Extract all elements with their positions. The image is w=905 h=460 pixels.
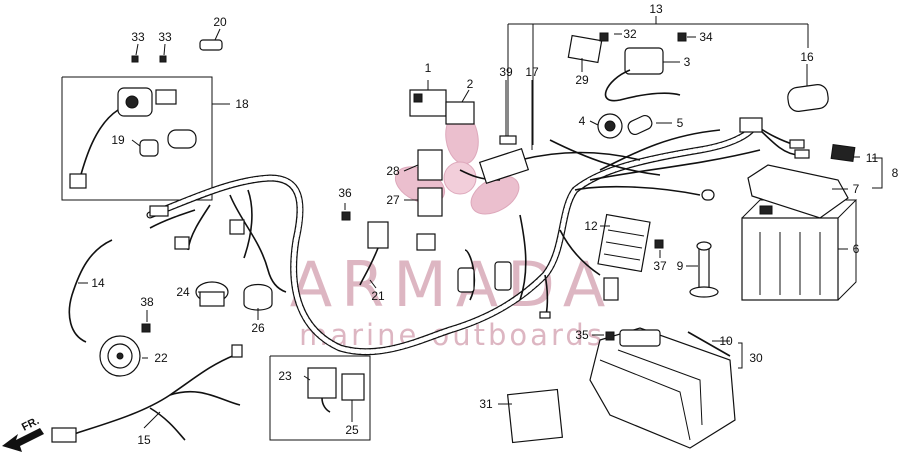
- callout-9: 9: [677, 259, 684, 273]
- part-31-sheet: [506, 388, 564, 444]
- callout-18: 18: [235, 97, 249, 111]
- part-19b: [139, 139, 159, 157]
- callout-32: 32: [623, 27, 637, 41]
- small-bolts: [131, 32, 687, 341]
- part-6-battery: [741, 199, 858, 301]
- callout-8: 8: [892, 166, 899, 180]
- callout-37: 37: [653, 259, 667, 273]
- callout-24: 24: [176, 285, 190, 299]
- callout-34: 34: [699, 30, 713, 44]
- callout-4: 4: [579, 114, 586, 128]
- part-21-connector: [367, 221, 389, 249]
- part-39-fuse: [499, 135, 517, 145]
- part-25-connector: [341, 373, 365, 401]
- part-2-relay: [445, 101, 475, 125]
- callout-12: 12: [584, 219, 598, 233]
- main-wire-harness: [146, 117, 810, 356]
- part-22-horn: [99, 335, 141, 377]
- callout-27: 27: [386, 193, 400, 207]
- callout-21: 21: [371, 289, 385, 303]
- callout-38: 38: [140, 295, 154, 309]
- callout-19: 19: [111, 133, 125, 147]
- callout-29: 29: [575, 73, 589, 87]
- callout-2: 2: [467, 77, 474, 91]
- leader-lines: [78, 28, 860, 429]
- callout-28: 28: [386, 164, 400, 178]
- callout-7: 7: [853, 182, 860, 196]
- callout-31: 31: [479, 397, 493, 411]
- callout-1: 1: [425, 61, 432, 75]
- part-24-socket: [195, 281, 229, 307]
- front-direction-arrow: FR.: [2, 415, 44, 452]
- callout-22: 22: [154, 351, 168, 365]
- callout-20: 20: [213, 15, 227, 29]
- callout-30: 30: [749, 351, 763, 365]
- part-7-battery-cover: [747, 164, 849, 219]
- part-27-relay: [417, 187, 443, 217]
- callout-23: 23: [278, 369, 292, 383]
- callout-17: 17: [525, 65, 539, 79]
- callout-35: 35: [575, 328, 589, 342]
- callout-36: 36: [338, 186, 352, 200]
- watermark-brand: ARMADA: [290, 248, 614, 321]
- part-5-plug-cap: [627, 114, 653, 136]
- callout-33a: 33: [131, 30, 145, 44]
- part-20-key: [199, 39, 223, 51]
- callout-16: 16: [800, 50, 814, 64]
- callout-6: 6: [853, 242, 860, 256]
- part-17-fuse-box: [478, 147, 530, 185]
- callout-11: 11: [866, 151, 879, 165]
- part-26-clip: [243, 283, 273, 311]
- part-18-ignition-switch: [69, 87, 177, 189]
- callout-39: 39: [499, 65, 513, 79]
- watermark-tagline: marine outboards: [299, 318, 605, 352]
- callout-5: 5: [677, 116, 684, 130]
- callout-10: 10: [719, 334, 733, 348]
- part-10-strip: [687, 331, 731, 357]
- callout-3: 3: [684, 55, 691, 69]
- callout-14: 14: [91, 276, 105, 290]
- arrow-left-icon: [2, 428, 44, 452]
- callout-15: 15: [137, 433, 151, 447]
- part-28-relay: [417, 149, 443, 181]
- callout-labels: 1 2 3 4 5 6 7 8 9 10 11 12 13 14 15 16 1…: [91, 2, 898, 447]
- part-29-plate: [567, 34, 603, 64]
- part-12-regulator: [597, 213, 651, 301]
- callout-26: 26: [251, 321, 265, 335]
- part-15-harness: [67, 354, 236, 437]
- part-3-ignition-coil: [624, 47, 664, 75]
- part-9-bolt: [689, 241, 719, 298]
- callout-33b: 33: [158, 30, 172, 44]
- group-lines: [61, 16, 883, 441]
- watermark: ARMADA marine outboards: [290, 111, 614, 352]
- parts: [51, 32, 858, 449]
- part-19-key-cylinder: [167, 129, 197, 149]
- part-14-wire: [68, 239, 113, 343]
- callout-25: 25: [345, 423, 359, 437]
- part-16-cap: [787, 84, 829, 112]
- part-11-pad: [830, 143, 856, 163]
- part-23-relay: [307, 367, 337, 399]
- callout-13: 13: [649, 2, 663, 16]
- part-30-battery-tray: [589, 327, 736, 449]
